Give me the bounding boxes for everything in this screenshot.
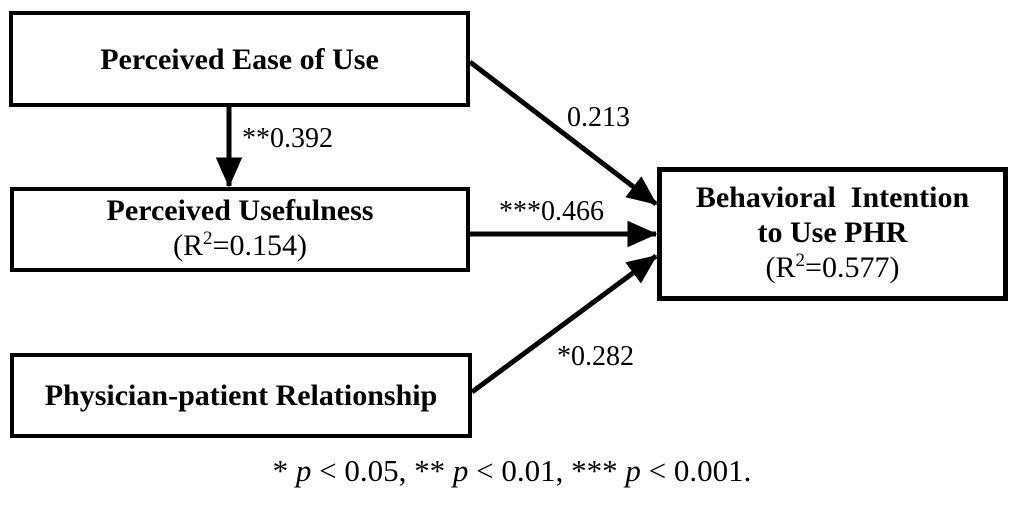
footnote-star: ** xyxy=(414,453,453,488)
footnote-threshold: < 0.05, xyxy=(311,453,415,488)
arrow-ease-to-intention xyxy=(468,60,658,206)
footnote-threshold: < 0.001. xyxy=(640,453,752,488)
footnote-p: p xyxy=(625,453,641,488)
node-perceived-ease-of-use: Perceived Ease of Use xyxy=(9,11,470,107)
r-squared-value: (R2=0.577) xyxy=(766,250,900,289)
footnote-star: * xyxy=(272,453,296,488)
footnote-star: *** xyxy=(571,453,626,488)
node-title-line2: to Use PHR xyxy=(757,215,908,249)
footnote-p: p xyxy=(295,453,312,488)
coefficient-usefulness-to-intention: ***0.466 xyxy=(499,196,604,227)
node-title-line1: Behavioral Intention xyxy=(695,180,970,214)
r-squared-open: (R xyxy=(173,228,204,262)
coefficient-ease-to-intention: 0.213 xyxy=(567,102,630,133)
coefficient-ease-to-usefulness: **0.392 xyxy=(242,123,333,154)
r-squared-exponent: 2 xyxy=(795,249,806,271)
r-squared-close: =0.154) xyxy=(212,228,307,262)
node-physician-patient-relationship: Physician-patient Relationship xyxy=(10,353,472,438)
footnote-p: p xyxy=(452,453,469,488)
r-squared-value: (R2=0.154) xyxy=(173,228,307,267)
node-title: Perceived Ease of Use xyxy=(100,42,379,76)
node-perceived-usefulness: Perceived Usefulness (R2=0.154) xyxy=(10,187,470,272)
r-squared-close: =0.577) xyxy=(805,250,900,284)
node-title: Perceived Usefulness xyxy=(106,193,374,227)
node-behavioral-intention: Behavioral Intention to Use PHR (R2=0.57… xyxy=(657,167,1008,301)
footnote-threshold: < 0.01, xyxy=(468,453,572,488)
r-squared-open: (R xyxy=(765,250,796,284)
node-title: Physician-patient Relationship xyxy=(44,379,438,412)
coefficient-relationship-to-intention: *0.282 xyxy=(557,341,634,372)
r-squared-exponent: 2 xyxy=(203,227,213,249)
significance-footnote: * p < 0.05, ** p < 0.01, *** p < 0.001. xyxy=(0,452,1024,490)
